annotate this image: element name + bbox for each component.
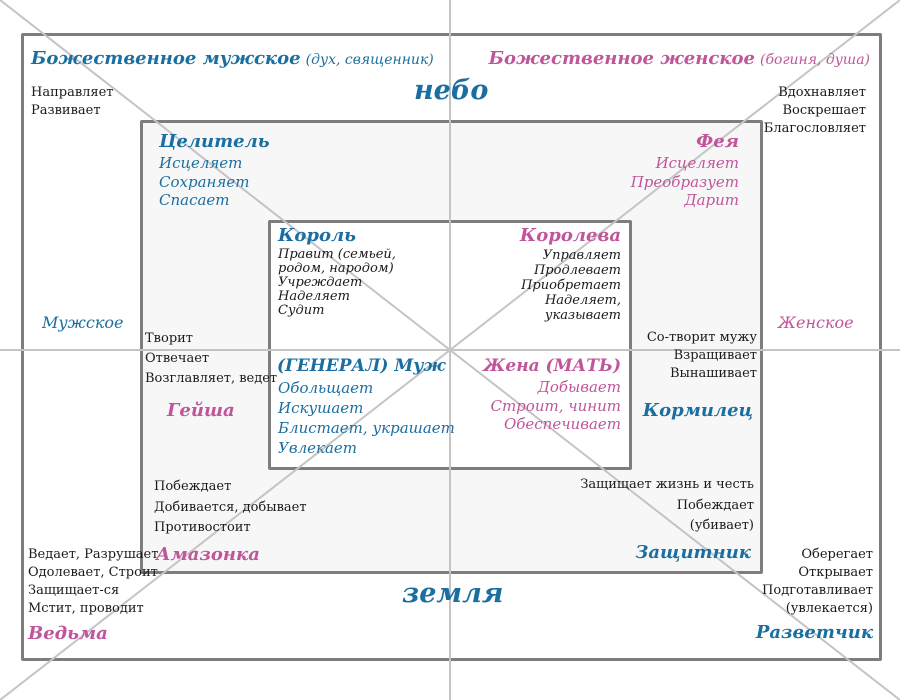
- verb: (увлекается): [785, 601, 873, 616]
- breadwinner-verbs: Со-творит мужу Взращивает Вынашивает: [647, 329, 757, 383]
- breadwinner-title: Кормилец: [642, 400, 753, 421]
- verb: Со-творит мужу: [646, 330, 757, 345]
- verb: Оберегает: [801, 547, 873, 562]
- verb: родом, народом): [278, 261, 394, 276]
- verb: Обеспечивает: [503, 415, 621, 433]
- verb: Наделяет,: [544, 293, 621, 308]
- verb: Увлекает: [278, 439, 357, 457]
- verb: Противостоит: [154, 520, 251, 535]
- verb: Мстит, проводит: [28, 601, 144, 616]
- verb: Блистает, украшает: [278, 419, 455, 437]
- earth-label: земля: [402, 578, 504, 609]
- verb: Ведает, Разрушает: [28, 547, 159, 562]
- verb: Обольщает: [278, 379, 374, 397]
- divine-male-verbs: Направляет Развивает: [31, 84, 114, 120]
- verb: Наделяет: [278, 289, 350, 304]
- verb: Преобразует: [630, 172, 739, 191]
- female-side-label: Женское: [778, 313, 854, 332]
- verb: Исцеляет: [655, 154, 739, 172]
- verb: Одолевает, Строит: [28, 565, 158, 580]
- defender-title: Защитник: [635, 542, 751, 563]
- verb: Творит: [145, 331, 193, 346]
- amazon-title: Амазонка: [156, 544, 260, 565]
- verb: Защищает жизнь и честь: [580, 477, 754, 492]
- queen-title: Королева: [519, 225, 621, 246]
- divine-female-subtitle: (богиня, душа): [760, 52, 870, 68]
- verb: Искушает: [278, 399, 364, 417]
- witch-verbs: Ведает, Разрушает Одолевает, Строит Защи…: [28, 546, 158, 618]
- fairy-verbs: Исцеляет Преобразует Дарит: [631, 154, 739, 210]
- king-verbs: Правит (семьей, родом, народом) Учреждае…: [278, 248, 396, 318]
- verb: Правит (семьей,: [278, 247, 396, 262]
- king-title: Король: [278, 225, 357, 246]
- verb: Направляет: [31, 85, 114, 100]
- verb: Открывает: [798, 565, 873, 580]
- queen-verbs: Управляет Продлевает Приобретает Наделяе…: [521, 248, 621, 323]
- healer-verbs: Исцеляет Сохраняет Спасает: [159, 154, 249, 210]
- divine-male-title: Божественное мужское: [31, 48, 301, 69]
- verb: Сохраняет: [159, 172, 250, 191]
- geisha-title: Гейша: [167, 400, 235, 421]
- divine-female-verbs: Вдохнавляет Воскрешает Благословляет: [764, 84, 866, 138]
- healer-title: Целитель: [159, 131, 270, 152]
- male-side-label: Мужское: [42, 313, 124, 332]
- verb: Учреждает: [278, 275, 363, 290]
- verb: Воскрешает: [782, 103, 866, 118]
- verb: Управляет: [542, 248, 621, 263]
- verb: Взращивает: [673, 348, 757, 363]
- verb: Благословляет: [763, 121, 866, 136]
- scout-title: Разветчик: [755, 622, 873, 643]
- verb: Судит: [278, 303, 325, 318]
- verb: Строит, чинит: [490, 396, 621, 415]
- geisha-verbs: Творит Отвечает Возглавляет, ведет: [145, 329, 277, 389]
- verb: Отвечает: [145, 351, 210, 366]
- verb: Спасает: [159, 191, 230, 209]
- verb: Вынашивает: [669, 366, 757, 381]
- divine-male-subtitle: (дух, священник): [305, 52, 434, 68]
- verb: указывает: [544, 308, 621, 323]
- husband-title: (ГЕНЕРАЛ) Муж: [277, 356, 446, 376]
- defender-verbs: Защищает жизнь и честь Побеждает (убивае…: [580, 475, 754, 537]
- witch-title: Ведьма: [28, 623, 108, 644]
- verb: (убивает): [689, 518, 754, 533]
- amazon-verbs: Побеждает Добивается, добывает Противост…: [154, 477, 307, 539]
- sky-label: небо: [414, 75, 489, 106]
- verb: Добывает: [537, 378, 621, 396]
- divine-female-heading: Божественное женское (богиня, душа): [489, 48, 870, 69]
- verb: Защищает-ся: [28, 583, 120, 598]
- wife-title: Жена (МАТЬ): [483, 356, 621, 376]
- verb: Развивает: [31, 103, 101, 118]
- verb: Добивается, добывает: [154, 499, 307, 515]
- verb: Возглавляет, ведет: [145, 371, 278, 386]
- verb: Продлевает: [533, 263, 621, 278]
- verb: Побеждает: [676, 497, 754, 513]
- fairy-title: Фея: [696, 131, 739, 152]
- husband-verbs: Обольщает Искушает Блистает, украшает Ув…: [278, 378, 455, 458]
- wife-verbs: Добывает Строит, чинит Обеспечивает: [490, 378, 621, 434]
- divine-male-heading: Божественное мужское (дух, священник): [31, 48, 434, 69]
- verb: Подготавливает: [762, 583, 873, 598]
- divine-female-title: Божественное женское: [488, 48, 755, 69]
- verb: Исцеляет: [159, 154, 243, 172]
- scout-verbs: Оберегает Открывает Подготавливает (увле…: [762, 546, 873, 618]
- verb: Дарит: [684, 191, 739, 209]
- verb: Побеждает: [154, 479, 232, 494]
- verb: Вдохнавляет: [778, 85, 866, 100]
- verb: Приобретает: [521, 278, 621, 293]
